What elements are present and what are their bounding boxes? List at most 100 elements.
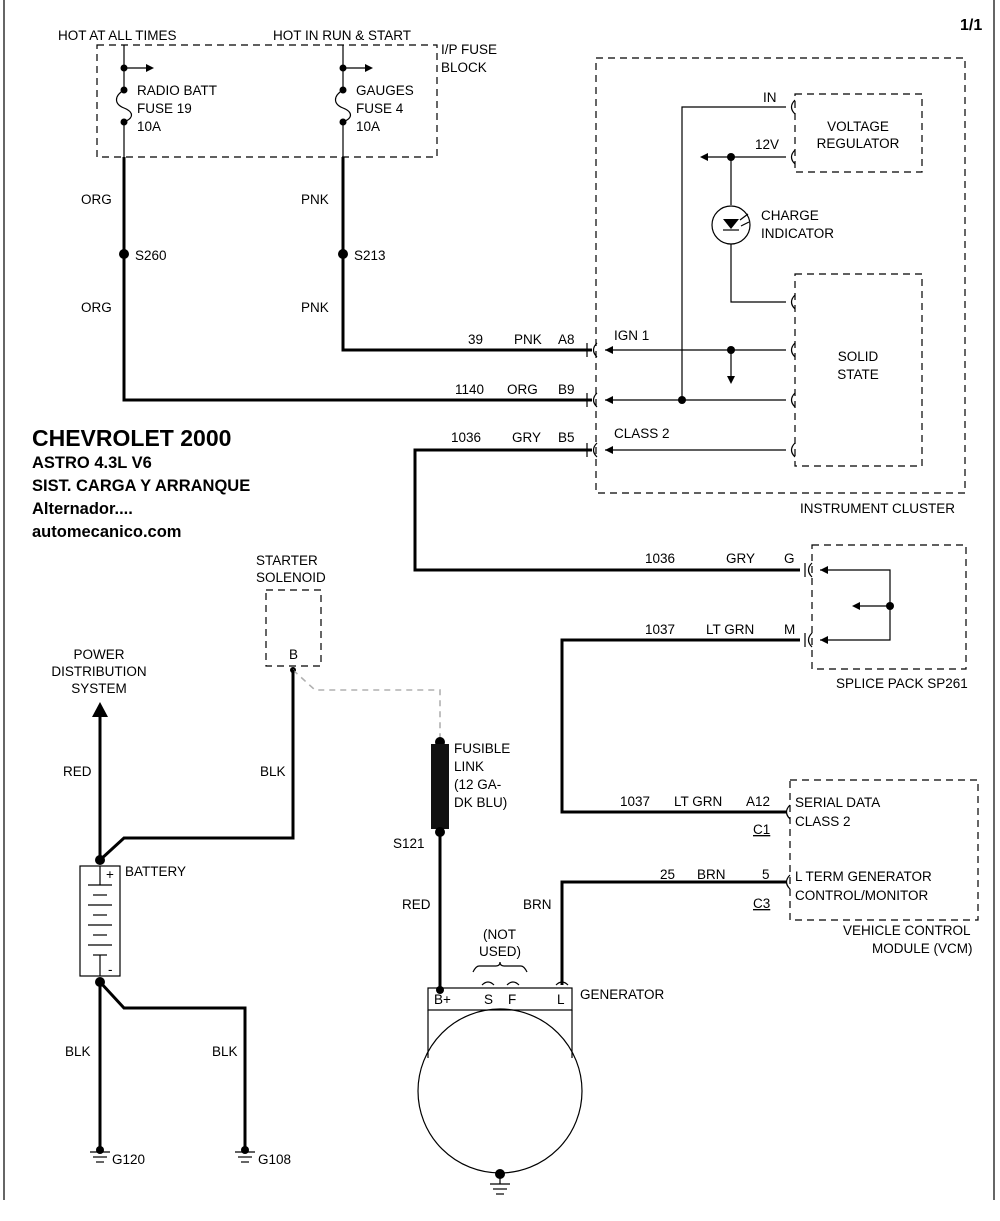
splice-s260-dot <box>119 249 129 259</box>
w25-circuit: 25 <box>660 867 675 882</box>
w1140-circuit: 1140 <box>455 382 484 397</box>
fuse-block-label-1: I/P FUSE <box>441 42 497 57</box>
blk-starter-label: BLK <box>260 764 286 779</box>
vcm-term-label-2: CONTROL/MONITOR <box>795 888 929 903</box>
blk-g108-label: BLK <box>212 1044 238 1059</box>
ghost-link <box>292 669 441 740</box>
g120-label: G120 <box>112 1152 145 1167</box>
splice-pack-sp261: SPLICE PACK SP261 <box>804 544 968 691</box>
fuse-4: GAUGES FUSE 4 10A <box>334 45 414 157</box>
gry-wire-1036: 1036 GRY B5 1036 GRY G <box>413 430 800 572</box>
ign1-label: IGN 1 <box>614 328 649 343</box>
hot-in-run-label: HOT IN RUN & START <box>273 28 411 43</box>
solid-state-label-2: STATE <box>837 367 879 382</box>
splice-s213-dot <box>338 249 348 259</box>
pnk-wire-39: PNK PNK S213 39 PNK A8 <box>301 157 592 352</box>
brn-wire-25: 25 BRN 5 C3 BRN <box>523 867 786 985</box>
vcm-module: SERIAL DATA CLASS 2 L TERM GENERATOR CON… <box>785 779 979 956</box>
w1037a-pin: M <box>784 622 795 637</box>
pnk-label-lower: PNK <box>301 300 329 315</box>
conn-c3-label: C3 <box>753 896 770 911</box>
splice-s213-label: S213 <box>354 248 386 263</box>
starter-terminal-label: B <box>289 647 298 662</box>
fuse1-label-2: FUSE 19 <box>137 101 192 116</box>
fuse-block-label-2: BLOCK <box>441 60 487 75</box>
w1037b-pin: A12 <box>746 794 770 809</box>
voltage-regulator-box <box>794 93 923 173</box>
power-dist-label-2: DISTRIBUTION <box>51 664 146 679</box>
conn-c1-label: C1 <box>753 822 770 837</box>
title-line-1: CHEVROLET 2000 <box>32 425 232 451</box>
voltage-regulator-label-2: REGULATOR <box>817 136 900 151</box>
charge-indicator-label-2: INDICATOR <box>761 226 834 241</box>
charge-indicator-label-1: CHARGE <box>761 208 819 223</box>
vcm-serial-label-2: CLASS 2 <box>795 814 851 829</box>
solid-state-box <box>794 273 923 467</box>
power-arrow-icon <box>92 702 108 717</box>
ground-g120: BLK G120 <box>65 982 145 1167</box>
generator: (NOT USED) B+ S F L GENERATOR <box>417 927 665 1195</box>
fuse2-label-2: FUSE 4 <box>356 101 404 116</box>
fusible-link: FUSIBLE LINK (12 GA- DK BLU) S121 RED <box>393 737 510 994</box>
red-batt-label: RED <box>63 764 92 779</box>
title-line-4: Alternador.... <box>32 500 133 518</box>
class2-label: CLASS 2 <box>614 426 670 441</box>
fuse1-label-1: RADIO BATT <box>137 83 217 98</box>
w1037b-color: LT GRN <box>674 794 722 809</box>
w1140-color: ORG <box>507 382 538 397</box>
not-used-label-2: USED) <box>479 944 521 959</box>
fusible-link-label-4: DK BLU) <box>454 795 507 810</box>
power-dist-label-3: SYSTEM <box>71 681 127 696</box>
pnk-label-upper: PNK <box>301 192 329 207</box>
power-distribution: POWER DISTRIBUTION SYSTEM RED <box>51 647 147 860</box>
charge-indicator-icon <box>711 205 751 245</box>
battery-plus-label: + <box>106 867 114 882</box>
fusible-link-label-2: LINK <box>454 759 484 774</box>
w25-color: BRN <box>697 867 726 882</box>
battery-label: BATTERY <box>125 864 186 879</box>
not-used-label-1: (NOT <box>483 927 516 942</box>
w1036a-circuit: 1036 <box>451 430 481 445</box>
pin-in-label: IN <box>763 90 777 105</box>
w39-circuit: 39 <box>468 332 483 347</box>
title-line-3: SIST. CARGA Y ARRANQUE <box>32 477 251 495</box>
vcm-label-2: MODULE (VCM) <box>872 941 973 956</box>
starter-solenoid: STARTER SOLENOID B <box>256 553 326 673</box>
title-line-2: ASTRO 4.3L V6 <box>32 454 152 472</box>
gen-term-bplus: B+ <box>434 992 451 1007</box>
blk-starter-wire <box>98 670 295 862</box>
gen-term-l: L <box>557 992 565 1007</box>
battery-minus-label: - <box>108 962 113 977</box>
hot-at-all-times-label: HOT AT ALL TIMES <box>58 28 177 43</box>
page-number: 1/1 <box>960 17 982 34</box>
starter-label-1: STARTER <box>256 553 318 568</box>
power-dist-label-1: POWER <box>73 647 124 662</box>
fusible-link-label-1: FUSIBLE <box>454 741 510 756</box>
starter-label-2: SOLENOID <box>256 570 326 585</box>
org-label-upper: ORG <box>81 192 112 207</box>
fuse2-label-1: GAUGES <box>356 83 414 98</box>
w1037a-color: LT GRN <box>706 622 754 637</box>
generator-label: GENERATOR <box>580 987 665 1002</box>
vcm-label-1: VEHICLE CONTROL <box>843 923 971 938</box>
fuse-19: RADIO BATT FUSE 19 10A <box>115 45 217 157</box>
fuse1-label-3: 10A <box>137 119 161 134</box>
w25-pin: 5 <box>762 867 770 882</box>
gen-term-f: F <box>508 992 516 1007</box>
gen-term-s: S <box>484 992 493 1007</box>
solid-state-label-1: SOLID <box>838 349 879 364</box>
voltage-regulator-label-1: VOLTAGE <box>827 119 889 134</box>
w1140-pin: B9 <box>558 382 575 397</box>
w1036a-color: GRY <box>512 430 541 445</box>
w1036b-color: GRY <box>726 551 755 566</box>
s121-label: S121 <box>393 836 425 851</box>
w1036b-pin: G <box>784 551 795 566</box>
vcm-term-label-1: L TERM GENERATOR <box>795 869 932 884</box>
instrument-cluster-label: INSTRUMENT CLUSTER <box>800 501 955 516</box>
g108-label: G108 <box>258 1152 291 1167</box>
w1037b-circuit: 1037 <box>620 794 650 809</box>
pin-12v-label: 12V <box>755 137 779 152</box>
w1036b-circuit: 1036 <box>645 551 675 566</box>
ground-g108: BLK G108 <box>98 980 291 1167</box>
